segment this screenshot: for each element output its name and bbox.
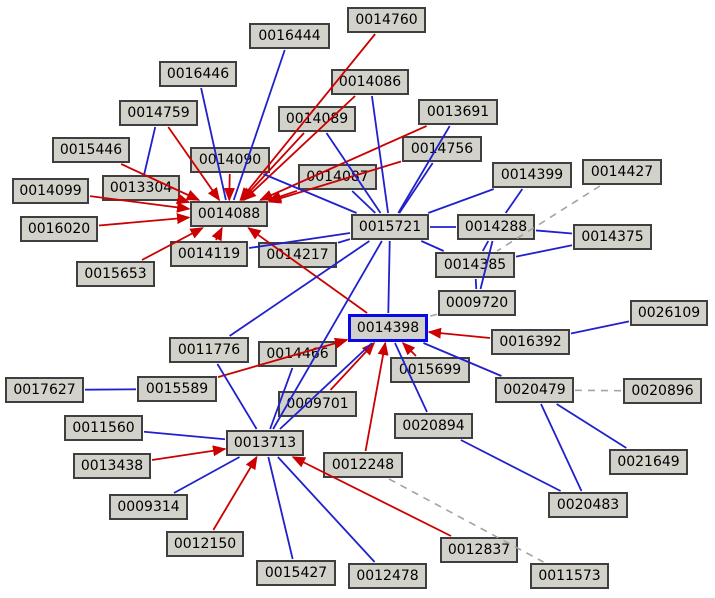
graph-node-0014375[interactable]: 0014375	[573, 224, 652, 250]
graph-node-0014090[interactable]: 0014090	[190, 147, 270, 173]
graph-node-0012478[interactable]: 0012478	[348, 563, 427, 589]
graph-node-0014398[interactable]: 0014398	[348, 314, 428, 342]
graph-node-0011573[interactable]: 0011573	[530, 563, 609, 589]
graph-node-0020479[interactable]: 0020479	[495, 377, 574, 403]
graph-node-0014466[interactable]: 0014466	[258, 341, 337, 367]
graph-node-0013691[interactable]: 0013691	[418, 99, 498, 125]
graph-node-0020483[interactable]: 0020483	[548, 492, 628, 518]
graph-node-0020894[interactable]: 0020894	[394, 413, 473, 439]
graph-node-0017627[interactable]: 0017627	[5, 377, 84, 403]
graph-node-0015653[interactable]: 0015653	[76, 261, 155, 287]
graph-node-0014427[interactable]: 0014427	[582, 159, 662, 185]
graph-node-0015699[interactable]: 0015699	[390, 357, 470, 383]
graph-node-0014086[interactable]: 0014086	[331, 69, 409, 95]
graph-node-0009720[interactable]: 0009720	[438, 290, 516, 316]
graph-node-0009314[interactable]: 0009314	[109, 494, 188, 520]
graph-node-0014217[interactable]: 0014217	[258, 242, 337, 268]
graph-node-0014759[interactable]: 0014759	[119, 100, 198, 126]
graph-node-0016446[interactable]: 0016446	[159, 61, 237, 87]
graph-node-0016020[interactable]: 0016020	[20, 216, 98, 242]
graph-node-0014088[interactable]: 0014088	[190, 201, 268, 227]
graph-node-0014089[interactable]: 0014089	[278, 106, 356, 132]
graph-node-0011776[interactable]: 0011776	[169, 337, 249, 363]
graph-node-0012150[interactable]: 0012150	[166, 531, 244, 557]
graph-node-0016444[interactable]: 0016444	[249, 23, 330, 49]
graph-node-0014760[interactable]: 0014760	[347, 7, 426, 33]
graph-node-0015427[interactable]: 0015427	[256, 560, 336, 586]
graph-node-0013304[interactable]: 0013304	[102, 175, 180, 201]
graph-node-0013713[interactable]: 0013713	[226, 430, 304, 456]
graph-node-0013438[interactable]: 0013438	[73, 453, 151, 479]
graph-node-0016392[interactable]: 0016392	[491, 329, 570, 355]
graph-node-0014119[interactable]: 0014119	[170, 241, 248, 267]
graph-node-0020896[interactable]: 0020896	[623, 378, 702, 404]
graph-node-0026109[interactable]: 0026109	[630, 300, 708, 326]
graph-node-0014288[interactable]: 0014288	[457, 214, 535, 240]
graph-node-0014756[interactable]: 0014756	[402, 136, 482, 162]
graph-node-0012248[interactable]: 0012248	[323, 452, 403, 478]
graph-node-0012837[interactable]: 0012837	[440, 537, 518, 563]
graph-node-0014385[interactable]: 0014385	[435, 252, 515, 278]
graph-node-0015721[interactable]: 0015721	[351, 214, 429, 240]
graph-node-0011560[interactable]: 0011560	[64, 415, 143, 441]
graph-node-0014099[interactable]: 0014099	[12, 178, 89, 204]
graph-node-0021649[interactable]: 0021649	[609, 449, 688, 475]
graph-node-0014399[interactable]: 0014399	[492, 162, 572, 188]
graph-node-0009701[interactable]: 0009701	[278, 391, 357, 417]
graph-node-0015446[interactable]: 0015446	[52, 137, 130, 163]
graph-node-0014087[interactable]: 0014087	[298, 164, 377, 190]
graph-node-0015589[interactable]: 0015589	[137, 376, 217, 402]
